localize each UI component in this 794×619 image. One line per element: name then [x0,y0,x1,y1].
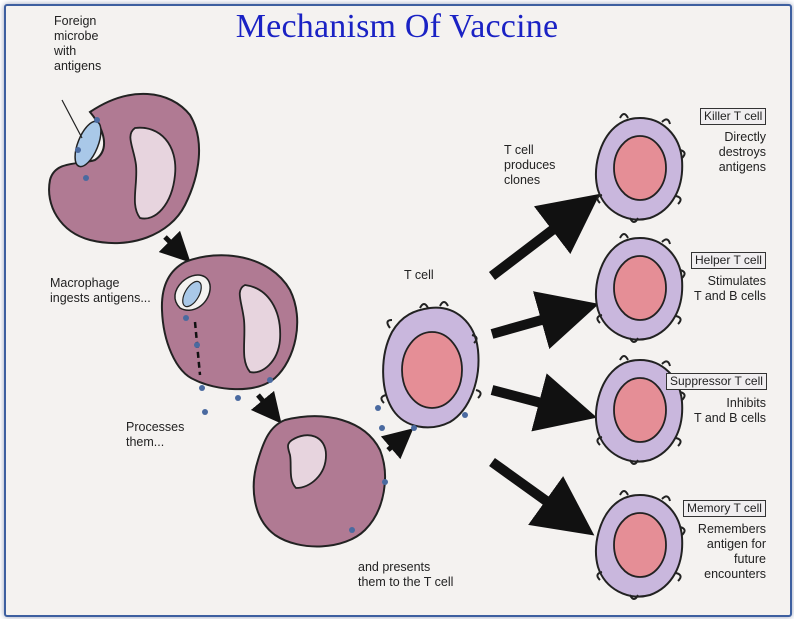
type-killer-description: Directly destroys antigens [690,130,766,175]
page-title: Mechanism Of Vaccine [235,8,559,45]
type-suppressor-name: Suppressor T cell [666,373,767,390]
label-processes: Processes them... [126,420,184,450]
description-line: future [734,552,766,566]
label-line: antigens [54,59,102,73]
description-line: Inhibits [726,396,766,410]
label-line: with [54,44,77,58]
arrow-to-killer [488,193,600,280]
t-cell-killer [594,113,686,223]
t-cell-memory [594,490,686,600]
label-clones: T cell produces clones [504,143,555,188]
label-line: T cell [404,268,434,282]
type-killer-name: Killer T cell [700,108,767,125]
t-cell-helper [594,233,686,343]
type-memory-name: Memory T cell [683,500,766,517]
label-line: Macrophage [50,276,120,290]
arrow-to-suppressor [490,373,598,432]
label-line: Processes [126,420,185,434]
description-line: antigens [718,160,766,174]
description-line: Remembers [697,522,766,536]
arrow-present [380,428,414,460]
arrow-to-memory [489,457,595,536]
description-line: T and B cells [693,289,766,303]
arrow-to-helper [490,291,599,350]
type-helper-description: Stimulates T and B cells [680,274,766,304]
label-line: ingests antigens... [50,291,151,305]
description-line: destroys [718,145,766,159]
type-memory-description: Remembers antigen for future encounters [680,522,766,582]
t-cell-central [375,301,482,431]
label-line: produces [504,158,556,172]
label-line: Foreign [54,14,97,28]
description-line: T and B cells [693,411,766,425]
label-t-cell: T cell [404,268,434,283]
label-line: clones [504,173,541,187]
macrophage-ingested [160,254,299,415]
description-line: Directly [724,130,766,144]
type-suppressor-description: Inhibits T and B cells [680,396,766,426]
label-foreign-microbe: Foreign microbe with antigens [54,14,101,74]
type-helper-name: Helper T cell [691,252,766,269]
description-line: encounters [704,567,766,581]
t-cell-suppressor [594,355,686,465]
label-presents: and presents them to the T cell [358,560,453,590]
arrow-ingest [158,230,191,263]
microbe-pointer-line [61,99,83,139]
label-line: them... [126,435,165,449]
label-line: microbe [54,29,99,43]
macrophage-engulfing [48,92,201,245]
foreign-microbe [74,117,102,181]
label-line: and presents [358,560,431,574]
label-macrophage-ingests: Macrophage ingests antigens... [50,276,151,306]
label-line: them to the T cell [358,575,454,589]
macrophage-presenting [252,415,388,548]
label-line: T cell [504,143,534,157]
description-line: antigen for [706,537,766,551]
description-line: Stimulates [707,274,766,288]
arrow-process [250,390,282,424]
